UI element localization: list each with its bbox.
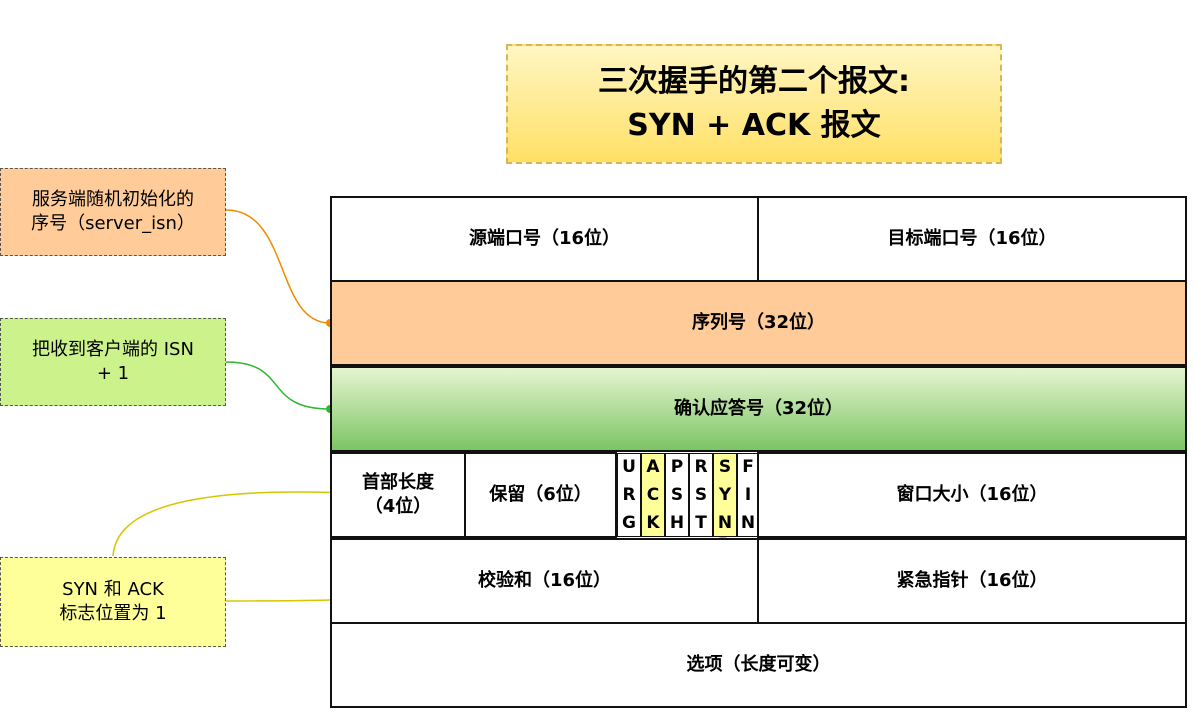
flag-ack-char: K	[646, 513, 660, 533]
client-isn-connector	[225, 361, 331, 410]
reserved-field: 保留（6位）	[464, 452, 617, 538]
flags-note-line-2: 标志位置为 1	[59, 603, 167, 624]
source-port-label: 源端口号（16位）	[468, 228, 621, 249]
flag-rst-char: S	[694, 485, 708, 505]
flag-psh-char: P	[670, 457, 684, 477]
header-length-bits: （4位）	[364, 496, 432, 517]
server-isn-note: 服务端随机初始化的 序号（server_isn）	[0, 168, 226, 256]
flag-psh: P S H	[665, 453, 689, 537]
flag-fin-char: F	[742, 457, 754, 477]
flag-syn-char: N	[717, 513, 733, 533]
flag-fin-char: I	[744, 485, 752, 505]
title-line-1: 三次握手的第二个报文:	[598, 64, 910, 99]
checksum-label: 校验和（16位）	[477, 570, 612, 591]
diagram-title: 三次握手的第二个报文: SYN + ACK 报文	[506, 44, 1002, 164]
options-label: 选项（长度可变）	[686, 654, 831, 675]
checksum-field: 校验和（16位）	[330, 538, 759, 624]
source-port-field: 源端口号（16位）	[330, 196, 759, 282]
flag-urg: U R G	[617, 453, 641, 537]
window-size-field: 窗口大小（16位）	[757, 452, 1187, 538]
flag-psh-char: S	[670, 485, 684, 505]
flag-syn-char: Y	[718, 485, 732, 505]
client-isn-note-line-2: + 1	[96, 363, 130, 384]
options-field: 选项（长度可变）	[330, 622, 1187, 708]
flag-psh-char: H	[669, 513, 685, 533]
urgent-pointer-field: 紧急指针（16位）	[757, 538, 1187, 624]
server-isn-connector	[225, 209, 331, 324]
ack-number-label: 确认应答号（32位）	[673, 398, 844, 419]
flag-rst: R S T	[689, 453, 713, 537]
flags-note-line-1: SYN 和 ACK	[62, 579, 164, 600]
flag-urg-char: R	[622, 485, 636, 505]
urgent-pointer-label: 紧急指针（16位）	[896, 570, 1048, 591]
client-isn-note-line-1: 把收到客户端的 ISN	[32, 339, 194, 360]
header-length-label: 首部长度	[362, 472, 434, 493]
flag-fin-char: N	[740, 513, 756, 533]
flag-ack-char: C	[646, 485, 660, 505]
flag-rst-char: R	[694, 457, 708, 477]
flags-note: SYN 和 ACK 标志位置为 1	[0, 557, 226, 647]
title-line-2: SYN + ACK 报文	[627, 108, 881, 143]
flag-syn: S Y N	[713, 453, 737, 537]
flag-syn-char: S	[718, 457, 732, 477]
flag-urg-char: U	[622, 457, 636, 477]
ack-number-field: 确认应答号（32位）	[330, 366, 1187, 452]
sequence-number-field: 序列号（32位）	[330, 280, 1187, 366]
destination-port-field: 目标端口号（16位）	[757, 196, 1187, 282]
flag-urg-char: G	[622, 513, 636, 533]
flag-rst-char: T	[695, 513, 707, 533]
header-length-field: 首部长度 （4位）	[330, 452, 466, 538]
destination-port-label: 目标端口号（16位）	[887, 228, 1057, 249]
server-isn-note-line-1: 服务端随机初始化的	[32, 189, 194, 210]
reserved-label: 保留（6位）	[489, 484, 592, 505]
window-size-label: 窗口大小（16位）	[896, 484, 1048, 505]
flag-ack-char: A	[646, 457, 660, 477]
flag-fin: F I N	[737, 453, 759, 537]
sequence-number-label: 序列号（32位）	[691, 312, 826, 333]
client-isn-note: 把收到客户端的 ISN + 1	[0, 318, 226, 406]
server-isn-note-line-2: 序号（server_isn）	[31, 213, 195, 234]
flag-ack: A C K	[641, 453, 665, 537]
